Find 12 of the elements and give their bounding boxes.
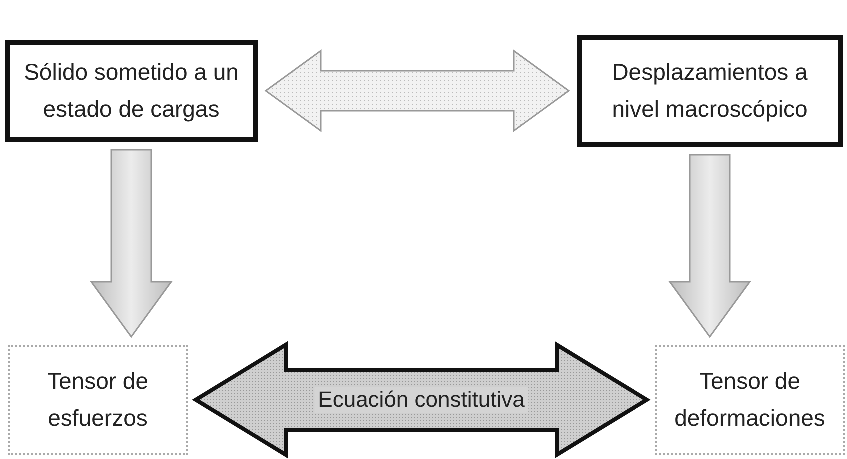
- process-box: [5, 40, 258, 142]
- box-text: Tensor de deformaciones: [674, 367, 826, 433]
- block-arrow: [90, 149, 173, 338]
- box-text: Desplazamientos a nivel macroscópico: [611, 58, 809, 124]
- process-box: [655, 345, 845, 455]
- process-box: [577, 35, 843, 147]
- box-text: Tensor de esfuerzos: [46, 367, 150, 433]
- edge-label: Ecuación constitutiva: [314, 387, 529, 413]
- block-arrow: [668, 154, 752, 338]
- process-box: [8, 345, 188, 455]
- box-text: Sólido sometido a un estado de cargas: [23, 58, 240, 124]
- block-arrow: [264, 50, 570, 132]
